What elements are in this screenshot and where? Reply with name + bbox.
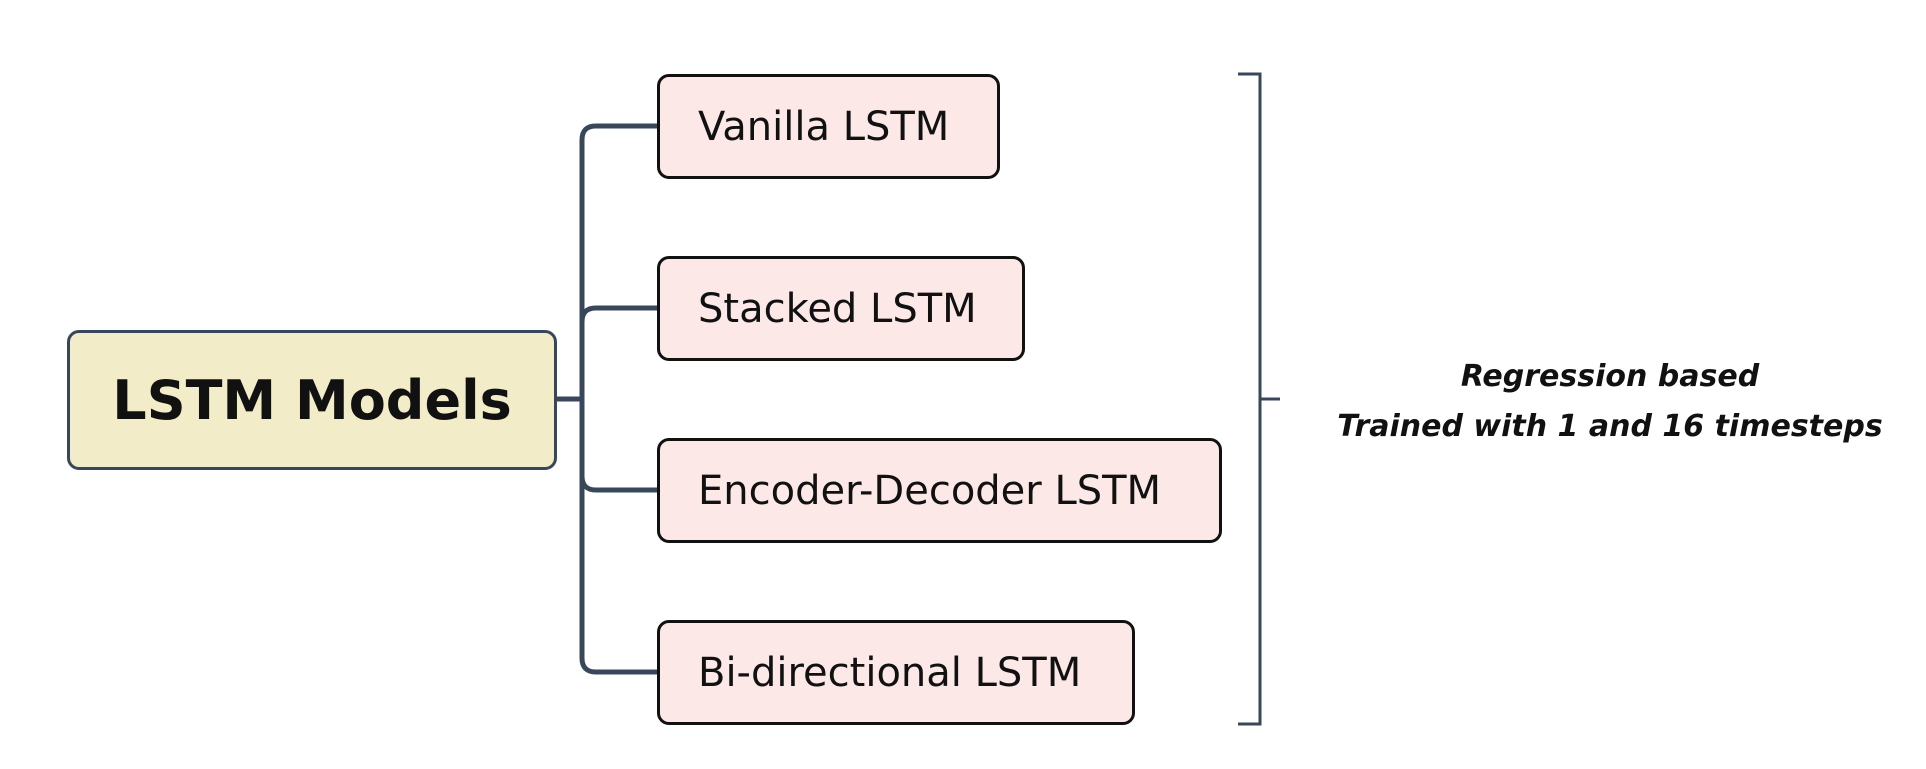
branch-connector-vanilla-lstm — [579, 123, 657, 399]
branch-connector-encoder-decoder-lstm — [579, 399, 657, 493]
group-note: Regression based Trained with 1 and 16 t… — [1310, 352, 1910, 452]
node-label: Bi-directional LSTM — [698, 649, 1082, 696]
branch-connector-stacked-lstm — [579, 305, 657, 399]
node-label: Vanilla LSTM — [698, 103, 950, 150]
root-node-lstm-models: LSTM Models — [67, 330, 557, 470]
note-line-regression: Regression based — [1460, 359, 1760, 394]
node-label: Encoder-Decoder LSTM — [698, 467, 1162, 514]
node-vanilla-lstm: Vanilla LSTM — [657, 74, 1000, 179]
node-bi-directional-lstm: Bi-directional LSTM — [657, 620, 1135, 725]
node-encoder-decoder-lstm: Encoder-Decoder LSTM — [657, 438, 1222, 543]
note-line-timesteps: Trained with 1 and 16 timesteps — [1337, 409, 1883, 444]
root-label: LSTM Models — [112, 368, 512, 432]
branch-connector-bi-directional-lstm — [579, 399, 657, 675]
group-bracket — [1238, 72, 1280, 726]
node-label: Stacked LSTM — [698, 285, 977, 332]
node-stacked-lstm: Stacked LSTM — [657, 256, 1025, 361]
